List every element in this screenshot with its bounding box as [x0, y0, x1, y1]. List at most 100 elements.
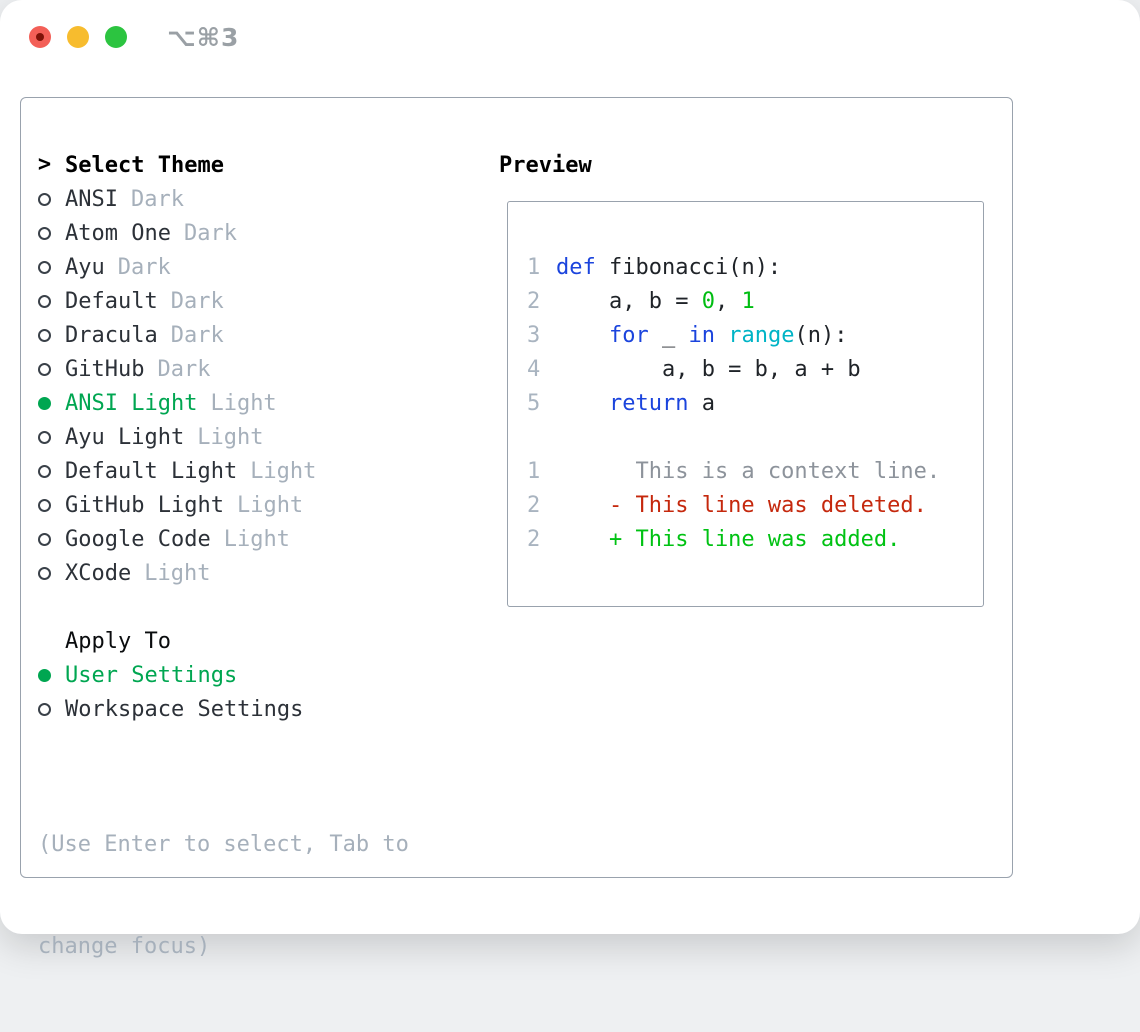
hint-line-2: change focus)	[38, 934, 211, 959]
theme-option-label: GitHub	[65, 356, 145, 382]
preview-line: 1 This is a context line.	[527, 454, 983, 488]
code-segment-green: 0	[701, 288, 715, 314]
preview-line: 2 - This line was deleted.	[527, 488, 983, 522]
code-segment-fg: _	[648, 322, 689, 348]
line-number: 2	[527, 288, 541, 314]
apply-to-header: Apply To	[38, 624, 498, 658]
marker-slot	[38, 328, 51, 342]
code-segment-fg: ,	[714, 288, 742, 314]
close-button[interactable]	[29, 26, 51, 48]
marker-slot	[38, 532, 51, 546]
theme-variant-tag: Light	[236, 492, 304, 518]
radio-selected-icon	[38, 396, 51, 410]
theme-option-dracula[interactable]: Dracula Dark	[38, 318, 498, 352]
spacer	[38, 590, 498, 624]
code-segment-fg: fibonacci(n):	[595, 254, 782, 280]
theme-option-label: ANSI	[65, 186, 118, 212]
apply-option-label: Workspace Settings	[65, 696, 304, 722]
theme-option-ansi-light[interactable]: ANSI Light Light	[38, 386, 498, 420]
preview-line: 5 return a	[527, 386, 983, 420]
line-number: 4	[527, 356, 541, 382]
close-dot-icon	[36, 33, 44, 41]
preview-title: Preview	[499, 152, 592, 178]
marker-slot	[38, 192, 51, 206]
theme-variant-tag: Dark	[157, 356, 211, 382]
preview-line: 1 def fibonacci(n):	[527, 250, 983, 284]
caret-icon: >	[37, 152, 52, 177]
radio-icon	[38, 464, 51, 478]
code-segment-kw: for	[608, 322, 649, 348]
radio-icon	[38, 226, 51, 240]
window-titlebar: ⌥⌘3	[0, 0, 1140, 75]
code-segment-kw: def	[556, 254, 596, 280]
focus-caret-slot: >	[38, 148, 51, 182]
theme-variant-tag: Dark	[170, 322, 224, 348]
marker-slot	[38, 260, 51, 274]
code-segment-green: 1	[741, 288, 755, 314]
code-segment-ctx: This is a context line.	[556, 458, 941, 484]
code-segment-fn: range	[728, 322, 795, 348]
select-theme-header: > Select Theme	[38, 148, 498, 182]
radio-icon	[38, 328, 51, 342]
radio-icon	[38, 192, 51, 206]
marker-slot	[38, 294, 51, 308]
radio-icon	[38, 498, 51, 512]
code-segment-kw: return	[608, 390, 689, 416]
theme-option-github-light[interactable]: GitHub Light Light	[38, 488, 498, 522]
theme-option-xcode[interactable]: XCode Light	[38, 556, 498, 590]
spacer	[38, 726, 498, 760]
theme-option-ayu[interactable]: Ayu Dark	[38, 250, 498, 284]
minimize-button[interactable]	[67, 26, 89, 48]
theme-option-label: Dracula	[65, 322, 158, 348]
theme-variant-tag: Light	[210, 390, 277, 416]
marker-slot	[38, 498, 51, 512]
line-number: 3	[527, 322, 541, 348]
theme-variant-tag: Dark	[117, 254, 171, 280]
radio-icon	[38, 362, 51, 376]
code-segment-fg: a	[688, 390, 715, 416]
theme-option-label: XCode	[65, 560, 132, 586]
apply-option-workspace-settings[interactable]: Workspace Settings	[38, 692, 498, 726]
hint-text: (Use Enter to select, Tab to change focu…	[38, 760, 498, 1032]
zoom-button[interactable]	[105, 26, 127, 48]
theme-option-ansi[interactable]: ANSI Dark	[38, 182, 498, 216]
radio-icon	[38, 430, 51, 444]
apply-option-user-settings[interactable]: User Settings	[38, 658, 498, 692]
radio-icon	[38, 532, 51, 546]
line-number: 5	[527, 390, 541, 416]
theme-option-github[interactable]: GitHub Dark	[38, 352, 498, 386]
preview-line: 2 + This line was added.	[527, 522, 983, 556]
theme-option-label: Google Code	[65, 526, 211, 552]
marker-slot	[38, 430, 51, 444]
marker-slot	[38, 702, 51, 716]
line-number: 1	[527, 254, 541, 280]
theme-option-label: ANSI Light	[65, 390, 198, 416]
preview-header: Preview	[499, 148, 592, 182]
radio-icon	[38, 260, 51, 274]
code-segment-fg: a, b = b, a + b	[556, 356, 861, 382]
preview-line: 3 for _ in range(n):	[527, 318, 983, 352]
theme-variant-tag: Light	[144, 560, 211, 586]
radio-icon	[38, 294, 51, 308]
window-title-shortcut: ⌥⌘3	[167, 23, 240, 52]
theme-option-label: GitHub Light	[65, 492, 224, 518]
theme-option-label: Ayu	[65, 254, 105, 280]
code-segment-fg: a, b =	[556, 288, 702, 314]
theme-option-label: Default	[65, 288, 158, 314]
code-segment-del: - This line was deleted.	[556, 492, 927, 518]
marker-slot	[38, 396, 51, 410]
theme-variant-tag: Dark	[130, 186, 184, 212]
theme-option-label: Atom One	[65, 220, 171, 246]
radio-selected-icon	[38, 668, 51, 682]
code-segment-add: + This line was added.	[556, 526, 901, 552]
